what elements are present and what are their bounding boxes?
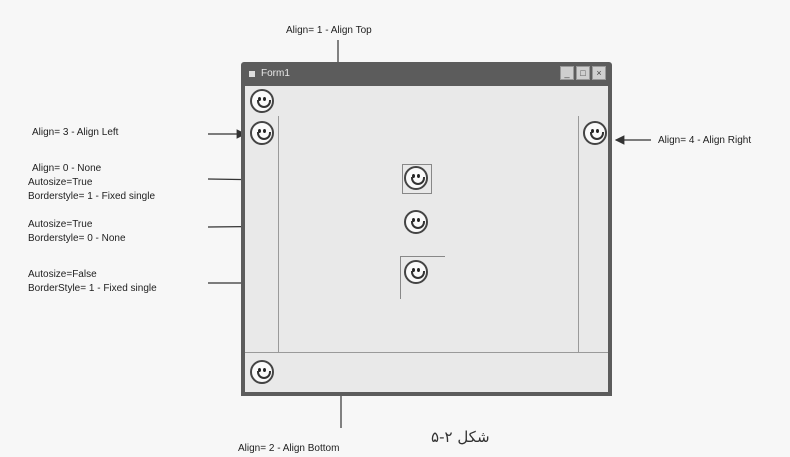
label-align-left: Align= 3 - Align Left: [32, 127, 119, 138]
smiley-icon-autosize-true[interactable]: [404, 210, 428, 234]
window-menu-icon[interactable]: [249, 71, 255, 77]
smiley-icon-align-left[interactable]: [250, 121, 274, 145]
picture-align-left-container: [245, 116, 279, 352]
form-window: Form1 _ □ ×: [241, 62, 612, 396]
window-titlebar: Form1 _ □ ×: [241, 62, 612, 86]
form-client-area: [245, 86, 608, 392]
label-align-top: Align= 1 - Align Top: [286, 25, 372, 36]
label-align-none-2: Autosize=True: [28, 177, 93, 188]
smiley-icon-align-none[interactable]: [404, 166, 428, 190]
label-autosize-false-2: BorderStyle= 1 - Fixed single: [28, 283, 157, 294]
close-button[interactable]: ×: [592, 66, 606, 80]
label-autosize-true-1: Autosize=True: [28, 219, 93, 230]
smiley-icon-align-right[interactable]: [583, 121, 607, 145]
picture-frame-fixed-single: [402, 164, 432, 194]
picture-align-right-container: [578, 116, 609, 352]
smiley-icon-align-bottom[interactable]: [250, 360, 274, 384]
label-align-none-3: Borderstyle= 1 - Fixed single: [28, 191, 156, 202]
smiley-icon-align-top[interactable]: [250, 89, 274, 113]
label-align-none-1: Align= 0 - None: [32, 163, 102, 174]
picture-frame-autosize-false: [400, 256, 445, 299]
minimize-button[interactable]: _: [560, 66, 574, 80]
label-autosize-true-2: Borderstyle= 0 - None: [28, 233, 126, 244]
label-autosize-false-1: Autosize=False: [28, 269, 97, 280]
label-align-bottom: Align= 2 - Align Bottom: [238, 443, 340, 454]
smiley-icon-autosize-false[interactable]: [404, 260, 428, 284]
maximize-button[interactable]: □: [576, 66, 590, 80]
figure-caption: شکل ۲-۵: [431, 428, 490, 446]
picture-align-bottom-divider: [245, 352, 608, 353]
label-align-right: Align= 4 - Align Right: [658, 135, 752, 146]
window-title: Form1: [261, 68, 290, 79]
